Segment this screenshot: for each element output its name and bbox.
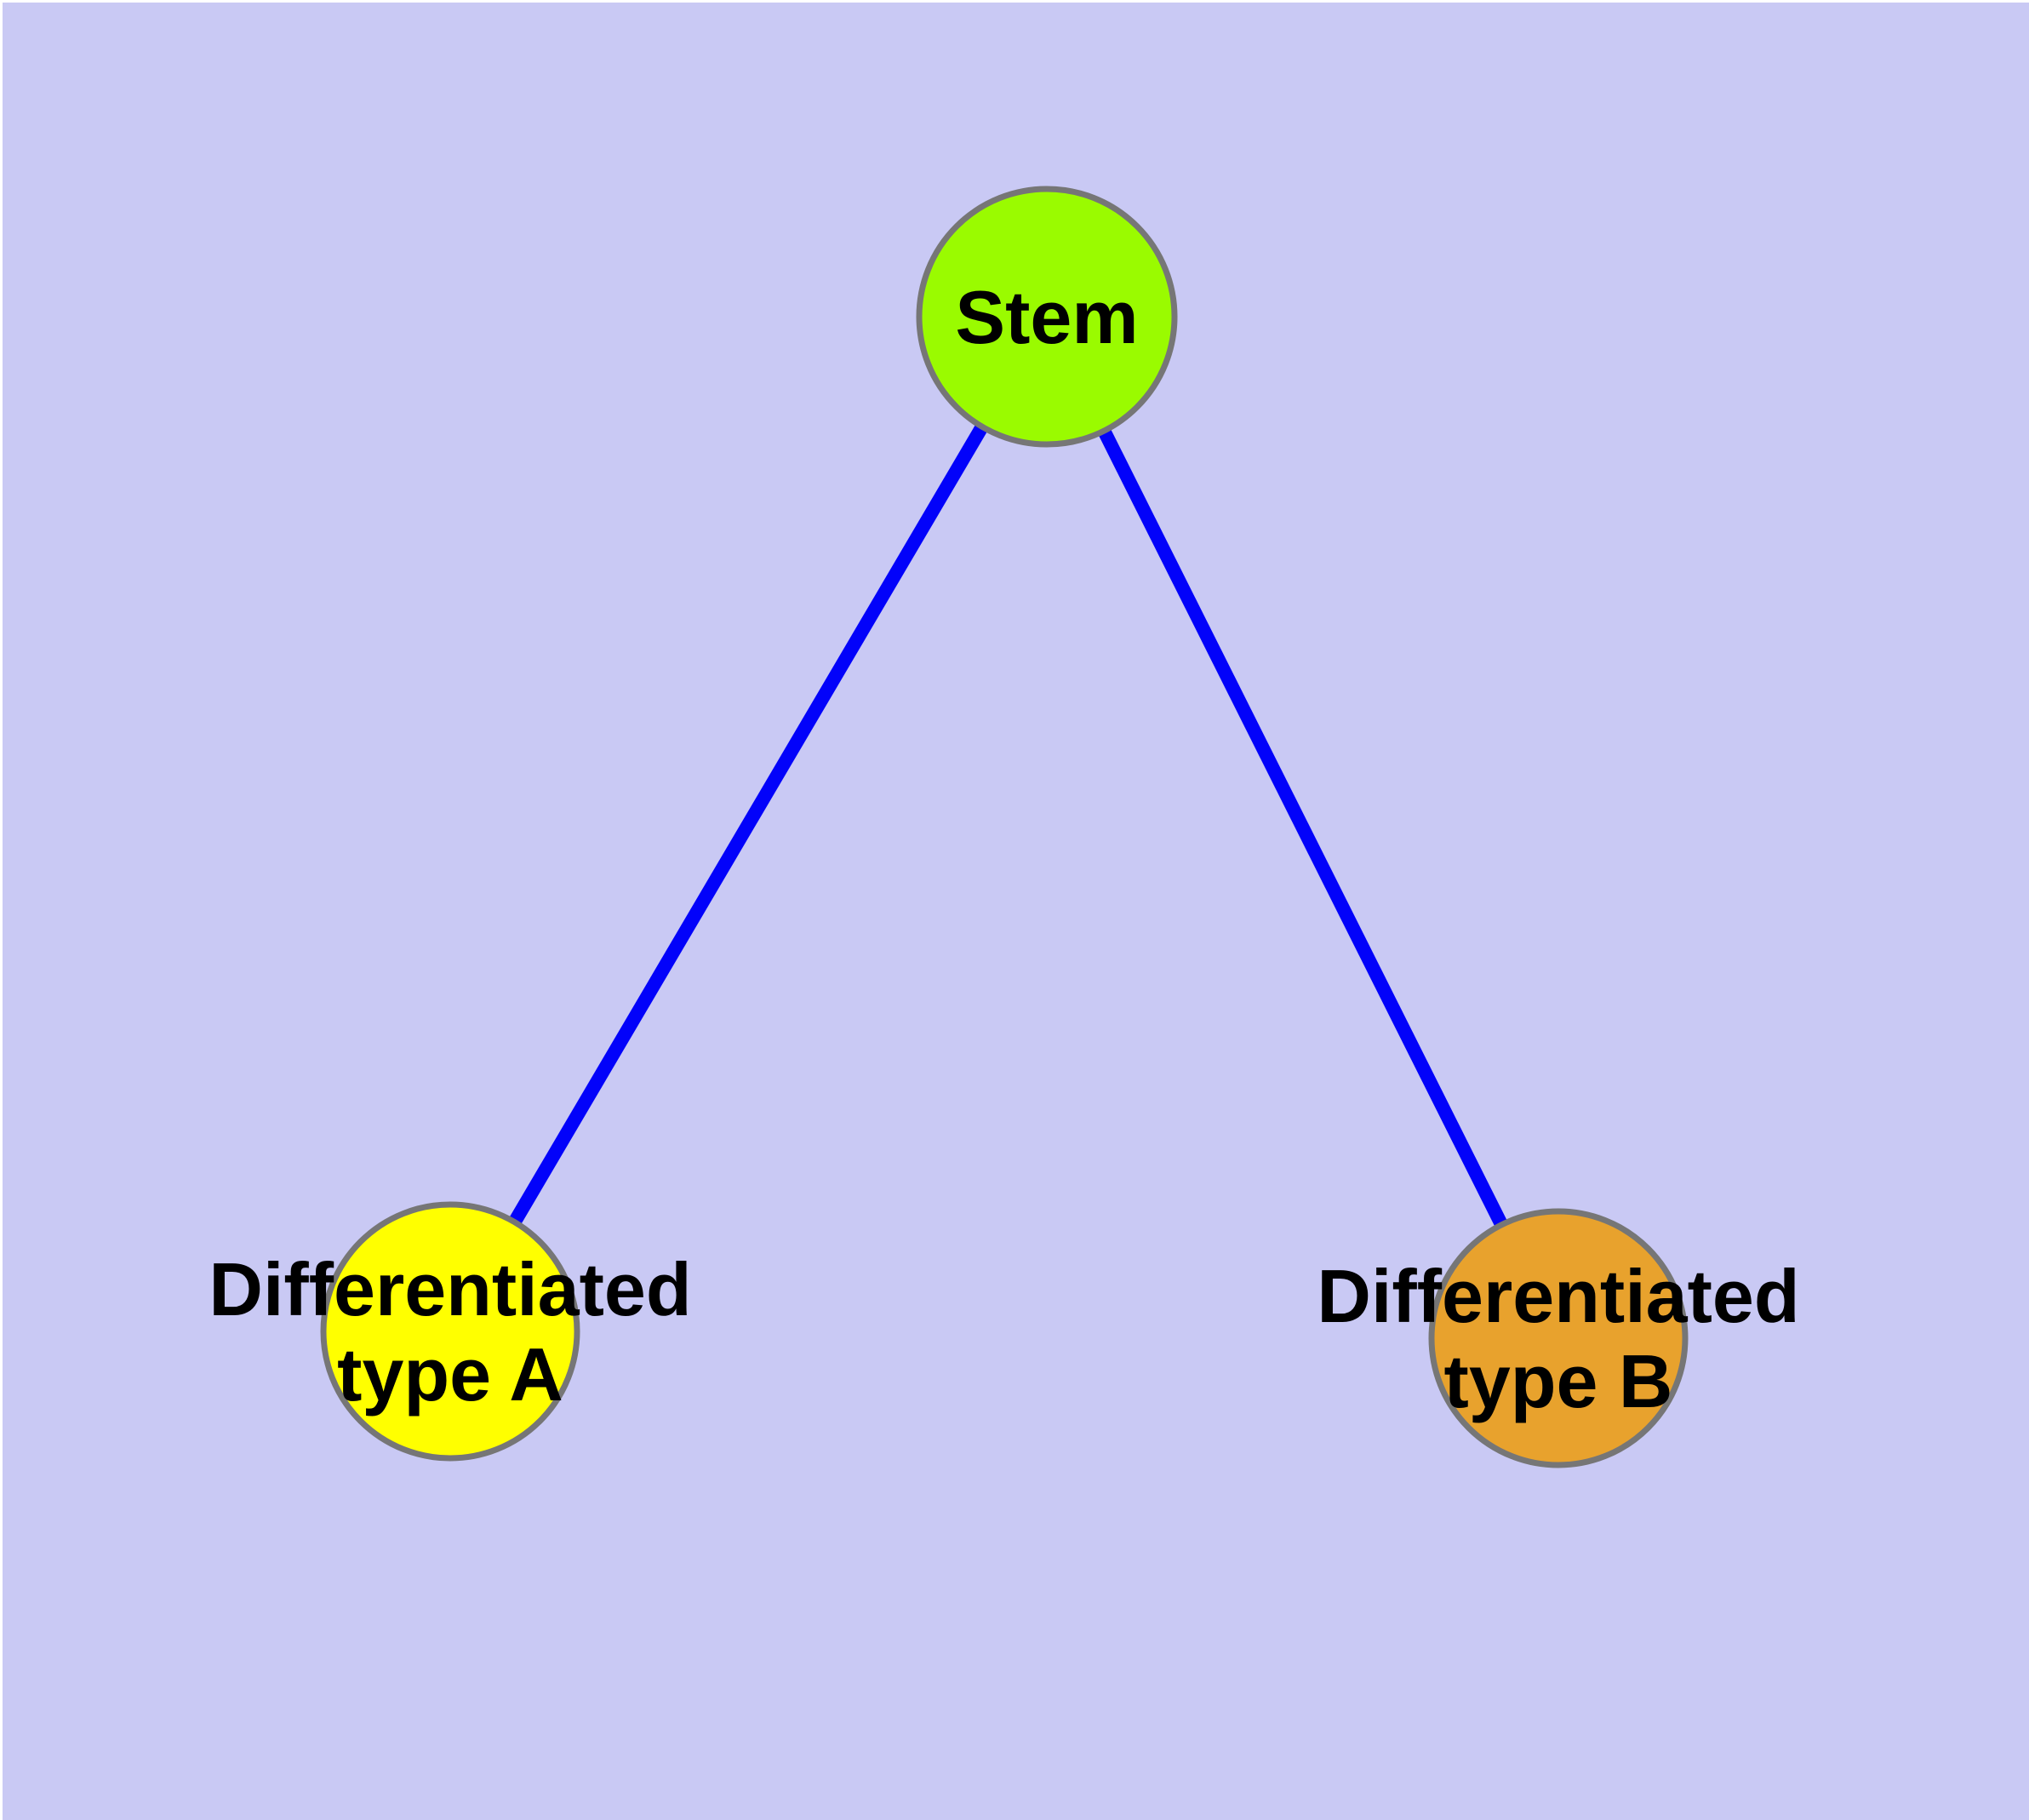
node-label-line: type B bbox=[1444, 1339, 1673, 1423]
node-stem bbox=[916, 186, 1178, 448]
node-label-line: type A bbox=[337, 1332, 563, 1417]
node-differentiated-type-b bbox=[1428, 1208, 1689, 1468]
node-label-stem: Stem bbox=[955, 275, 1138, 359]
edges-layer bbox=[444, 312, 1565, 1342]
edge-stem-to-differentiated-type-b bbox=[1040, 313, 1565, 1342]
nodes-layer bbox=[320, 186, 1689, 1468]
node-differentiated-type-a bbox=[320, 1201, 580, 1462]
node-label-line: Differentiated bbox=[209, 1247, 691, 1331]
node-label-line: Differentiated bbox=[1317, 1254, 1799, 1338]
node-label-line: Stem bbox=[955, 275, 1138, 359]
edge-stem-to-differentiated-type-a bbox=[444, 312, 1053, 1336]
